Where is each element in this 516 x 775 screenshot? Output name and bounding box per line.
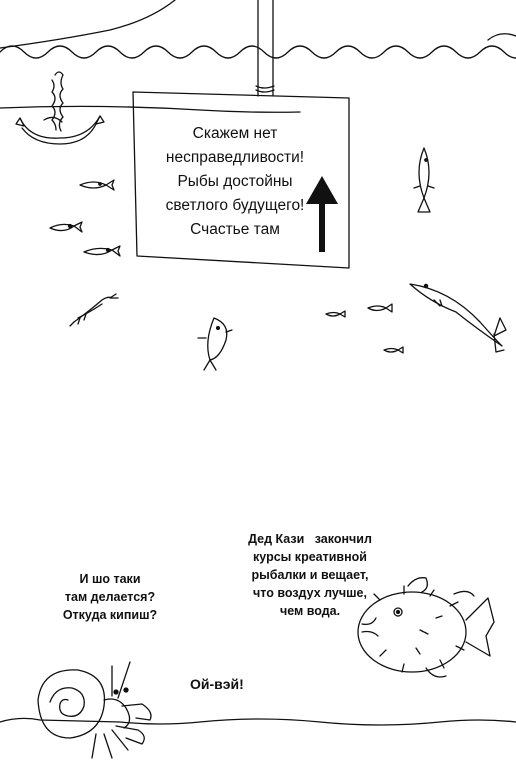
water-current [0, 105, 301, 113]
fish-icon [325, 310, 346, 318]
sign-line: светлого будущего! [165, 197, 305, 214]
grandpa-caption-line: рыбалки и вещает, [251, 568, 369, 582]
sea-floor [0, 717, 516, 726]
exclamation: Ой-вэй! [190, 676, 244, 692]
grandpa-caption-line: курсы креативной [253, 550, 367, 564]
shrimp-icon [69, 293, 119, 327]
pufferfish-icon [357, 577, 495, 678]
grandpa-caption-line: чем вода. [279, 604, 341, 618]
fishing-line [0, 0, 176, 49]
sign-line: Рыбы достойны [177, 173, 293, 190]
arrow-up-icon [306, 176, 338, 252]
anchor-icon [15, 71, 105, 145]
grandpa-caption-line: что воздух лучше, [253, 586, 367, 600]
fish-icon [197, 317, 233, 371]
crab-speech-line: Откуда кипиш? [62, 608, 158, 622]
crab-speech: И шо таки там делается? Откуда кипиш? [50, 570, 170, 624]
grandpa-caption-line: Дед Кази закончил [248, 532, 372, 546]
fish-icon [383, 346, 404, 354]
crab-speech-line: там делается? [64, 590, 156, 604]
fish-icon [409, 283, 507, 353]
fish-icon [49, 221, 83, 233]
grandpa-caption: Дед Кази закончил курсы креативной рыбал… [220, 530, 400, 620]
sign-text: Скажем нет несправедливости! Рыбы достой… [150, 122, 320, 242]
sign-post [255, 0, 275, 97]
sign-line: Счастье там [190, 221, 280, 238]
sign-board [132, 91, 350, 269]
fish-icon [83, 245, 121, 257]
water-surface [0, 45, 516, 59]
water-surface-right [487, 33, 516, 41]
fish-icon [79, 179, 115, 191]
crab-speech-line: И шо таки [79, 572, 141, 586]
fish-icon [367, 303, 393, 313]
sign-line: несправедливости! [165, 149, 305, 166]
sign-line: Скажем нет [192, 125, 278, 142]
fish-icon [413, 147, 435, 213]
hermit-crab-icon [37, 661, 152, 759]
